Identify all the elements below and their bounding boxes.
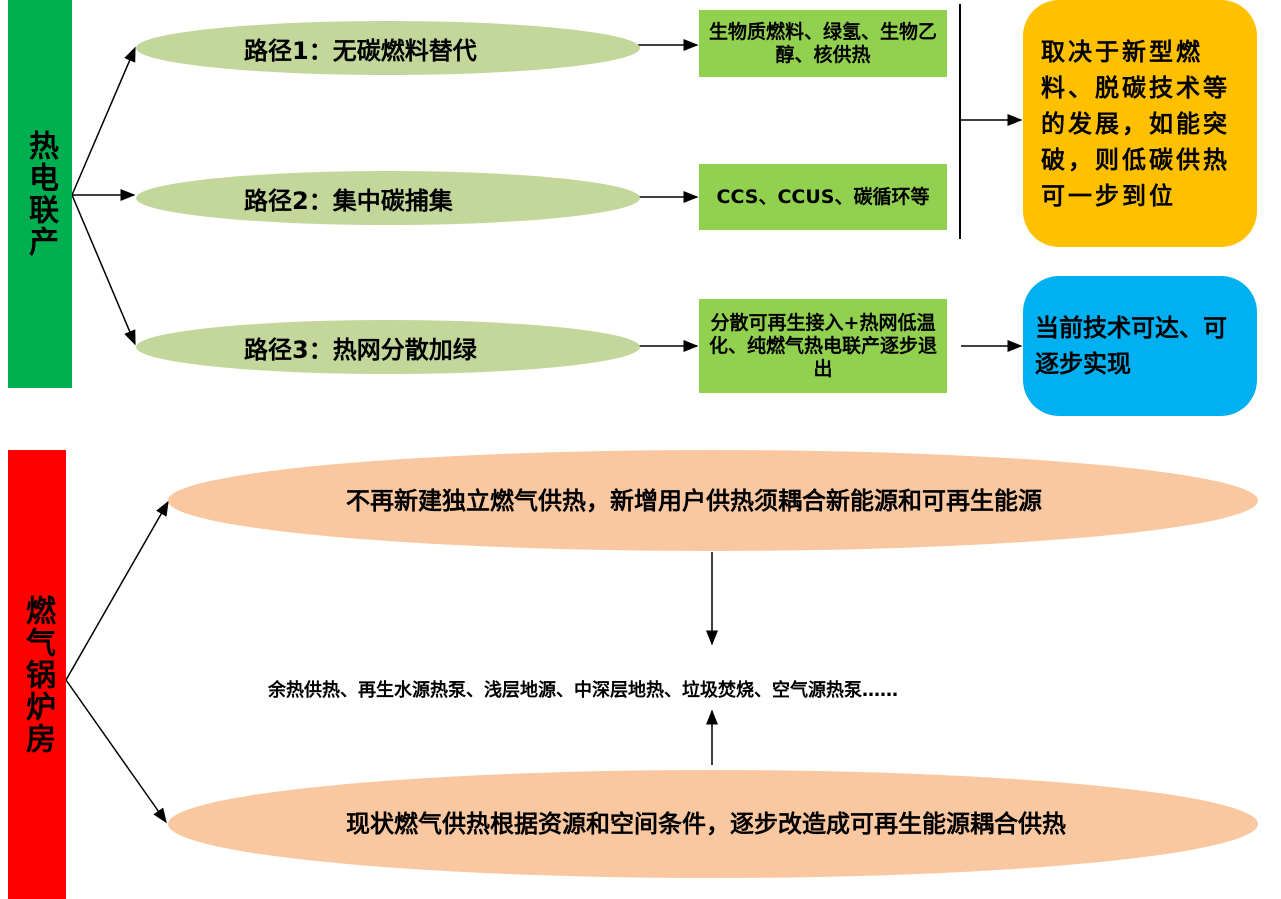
path-1-label: 路径1：无碳燃料替代 (244, 36, 477, 65)
chp-label: 热电联产 (23, 130, 58, 258)
path-2-detail-box: CCS、CCUS、碳循环等 (699, 164, 947, 230)
boiler-label: 燃气锅炉房 (20, 594, 55, 755)
chp-category-bar: 热电联产 (8, 0, 72, 388)
path-1-ellipse: 路径1：无碳燃料替代 (136, 21, 640, 75)
future-outcome-box: 取决于新型燃料、脱碳技术等的发展，如能突破，则低碳供热可一步到位 (1023, 0, 1257, 247)
path-1-detail: 生物质燃料、绿氢、生物乙醇、核供热 (708, 20, 937, 66)
path-3-label: 路径3：热网分散加绿 (244, 335, 477, 364)
renewable-sources-text: 余热供热、再生水源热泵、浅层地源、中深层地热、垃圾焚烧、空气源热泵…… (268, 680, 898, 701)
path-3-detail-box: 分散可再生接入+热网低温化、纯燃气热电联产逐步退出 (699, 299, 947, 393)
path-2-label: 路径2：集中碳捕集 (244, 186, 453, 215)
current-outcome-text: 当前技术可达、可逐步实现 (1035, 314, 1227, 378)
existing-policy-ellipse: 现状燃气供热根据资源和空间条件，逐步改造成可再生能源耦合供热 (168, 770, 1258, 878)
future-outcome-text: 取决于新型燃料、脱碳技术等的发展，如能突破，则低碳供热可一步到位 (1041, 37, 1230, 210)
new-policy-ellipse: 不再新建独立燃气供热，新增用户供热须耦合新能源和可再生能源 (168, 450, 1258, 551)
new-policy-text: 不再新建独立燃气供热，新增用户供热须耦合新能源和可再生能源 (346, 486, 1042, 515)
existing-policy-text: 现状燃气供热根据资源和空间条件，逐步改造成可再生能源耦合供热 (346, 810, 1066, 838)
current-outcome-box: 当前技术可达、可逐步实现 (1023, 276, 1257, 416)
path-3-detail: 分散可再生接入+热网低温化、纯燃气热电联产逐步退出 (708, 311, 937, 380)
path-3-ellipse: 路径3：热网分散加绿 (136, 320, 640, 374)
path-2-ellipse: 路径2：集中碳捕集 (136, 171, 640, 225)
boiler-category-bar: 燃气锅炉房 (8, 450, 66, 899)
path-1-detail-box: 生物质燃料、绿氢、生物乙醇、核供热 (699, 10, 947, 77)
path-2-detail: CCS、CCUS、碳循环等 (716, 185, 930, 208)
